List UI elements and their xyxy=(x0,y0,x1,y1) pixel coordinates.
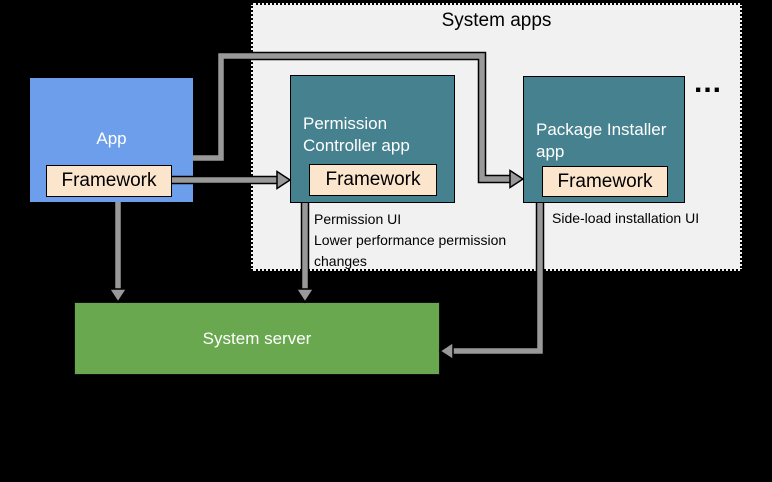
permission-controller-note: Permission UI Lower performance permissi… xyxy=(314,211,507,269)
package-installer-note: Side-load installation UI xyxy=(552,210,700,226)
app-framework-label: Framework xyxy=(61,170,157,191)
app-box-label: App xyxy=(96,129,127,148)
permission-controller-framework-label: Framework xyxy=(325,169,421,190)
permission-controller-framework-box: Framework xyxy=(309,164,437,196)
package-installer-label: Package Installer app xyxy=(536,120,667,161)
app-framework-box: Framework xyxy=(46,165,172,197)
package-installer-framework-box: Framework xyxy=(542,166,668,197)
package-installer-app-box: Package Installer app Framework xyxy=(523,76,685,203)
app-to-system-server-arrow xyxy=(108,202,128,304)
system-server-label: System server xyxy=(202,328,312,348)
app-box: App Framework xyxy=(30,78,193,202)
system-server-box: System server xyxy=(74,302,440,375)
permission-controller-app-box: Permission Controller app Framework xyxy=(290,75,455,203)
system-apps-title: System apps xyxy=(441,10,552,31)
package-installer-framework-label: Framework xyxy=(557,170,653,192)
permission-controller-label: Permission Controller app xyxy=(303,114,410,155)
more-apps-ellipsis: ... xyxy=(694,66,723,99)
